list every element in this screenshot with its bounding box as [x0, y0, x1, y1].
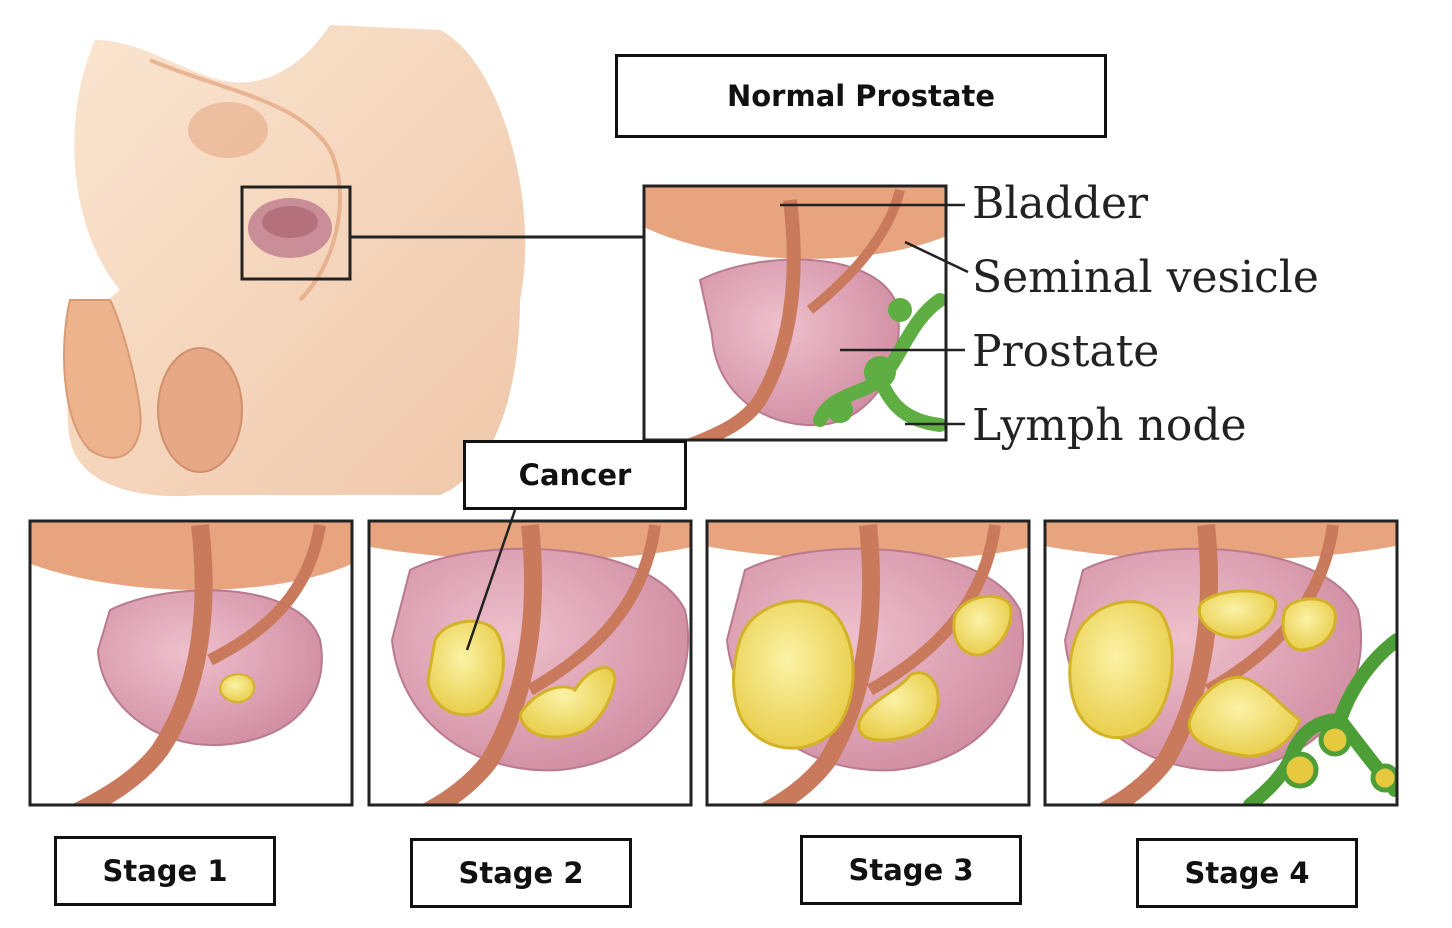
stage-2-text: Stage 2 [458, 856, 584, 890]
label-bladder: Bladder [972, 178, 1149, 229]
label-lymph-node: Lymph node [972, 400, 1247, 451]
stage-1-text: Stage 1 [102, 854, 228, 888]
stage-3-panel [705, 519, 1031, 807]
normal-prostate-panel [642, 184, 969, 442]
cancer-label: Cancer [463, 440, 687, 510]
stage-3-text: Stage 3 [848, 853, 974, 887]
stage-1-panel [28, 519, 354, 807]
stage-4-label: Stage 4 [1136, 838, 1358, 908]
title-text: Normal Prostate [726, 79, 996, 113]
stage-3-label: Stage 3 [800, 835, 1022, 905]
cancer-pointer [465, 509, 517, 651]
stage-2-label: Stage 2 [410, 838, 632, 908]
stage-4-panel [1043, 519, 1399, 807]
cancer-text: Cancer [518, 458, 632, 492]
normal-prostate-title: Normal Prostate [615, 54, 1107, 138]
body-illustration [63, 25, 526, 497]
stage-2-panel [367, 509, 693, 807]
zoom-box [240, 185, 352, 281]
stage-4-text: Stage 4 [1184, 856, 1310, 890]
stage-1-label: Stage 1 [54, 836, 276, 906]
label-prostate: Prostate [972, 326, 1160, 377]
label-seminal-vesicle: Seminal vesicle [972, 252, 1319, 303]
